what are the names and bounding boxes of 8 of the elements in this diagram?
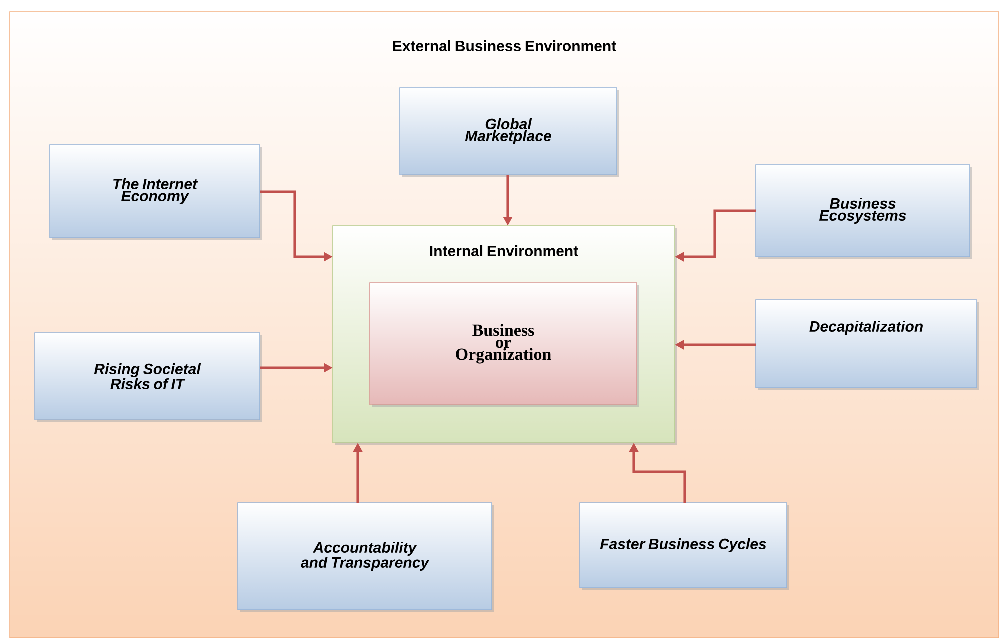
factor-box: Faster Business Cycles: [580, 502, 789, 590]
factor-box: The Internet Economy: [50, 144, 262, 240]
factor-box: Rising Societal Risks of IT: [34, 332, 262, 422]
organization-box: Business or Organization: [370, 282, 639, 407]
factor-box: Business Ecosystems: [756, 164, 972, 259]
factor-box: Decapitalization: [756, 300, 979, 390]
factor-box: Accountability and Transparency: [238, 502, 494, 612]
factor-box: Global Marketplace: [400, 88, 619, 177]
